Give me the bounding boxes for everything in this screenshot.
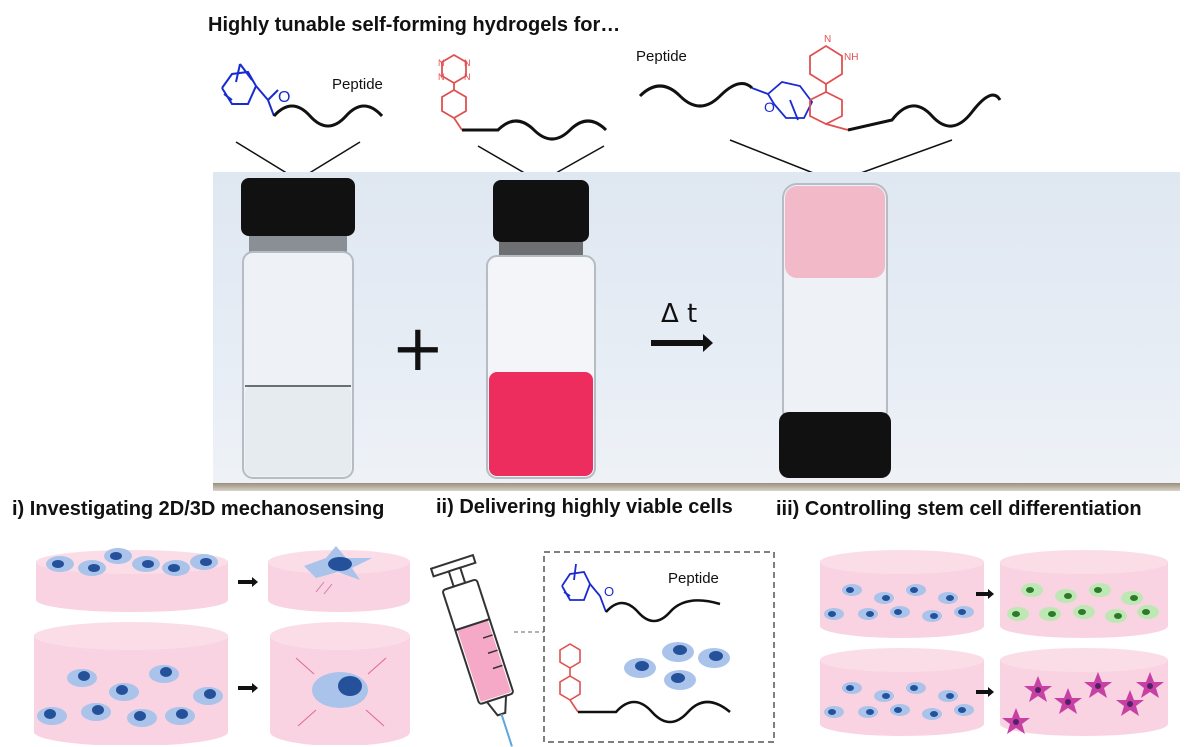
vials-illustration: + Δ t [241,178,891,479]
cells-3d-left [37,665,223,727]
cells-iii-top-left [824,584,974,622]
product-norbornane-part [751,81,814,121]
peptide-chain-1 [272,104,384,128]
top-structures: O N N N N O N NH [221,34,1002,183]
section-title-ii: ii) Delivering highly viable cells [436,496,733,518]
cells-iii-top-right-differentiated [1007,583,1159,623]
section-title-i: i) Investigating 2D/3D mechanosensing [12,498,385,520]
zoom-dashed-box [543,551,775,743]
arrow-i-top [238,580,252,584]
cells-iii-bottom-left [824,682,974,720]
ketone-o-small: O [604,584,614,599]
cells-ii [624,642,730,690]
hydrogel-disc-3d-right [270,622,410,745]
star-cell-nuclei [1013,683,1153,725]
tetrazine-n-atom-1: N [438,58,445,68]
arrow-i-bottom [238,686,252,690]
peptide-chain-3 [638,82,754,108]
peptide-label-section-ii: Peptide [668,570,719,587]
section-iii-illustration [820,550,1168,736]
reaction-arrow-head [703,334,713,352]
cells-2d-left [46,548,218,576]
peptide-label-product: Peptide [636,48,687,65]
arrow-iii-top [988,589,994,599]
tetrazine-n-atom-4: N [464,72,471,82]
plus-symbol: + [391,312,445,386]
delta-t-label: Δ t [661,299,697,329]
peptide-chain-2 [462,119,608,141]
product-nh-atom: NH [844,52,858,63]
peptide-chain-4 [847,93,1002,132]
vial-photo-background [213,172,1180,483]
figure-title: Highly tunable self-forming hydrogels fo… [208,14,621,36]
tetrazine-small [559,643,581,713]
tetrazine-structure [441,53,467,131]
shelf-edge [213,483,1180,491]
section-i-illustration [34,546,410,745]
product-n-atom: N [824,34,831,45]
vial-clear [241,178,355,479]
product-ketone-o-atom: O [764,99,775,115]
peptide-chain-ii-2 [578,700,731,724]
vial-pink-solution [486,180,596,479]
tetrazine-n-atom-2: N [464,58,471,68]
norbornene-small [561,563,607,613]
ketone-o-atom: O [278,89,290,106]
vial-inverted-gel [779,183,891,478]
section-title-iii: iii) Controlling stem cell differentiati… [776,498,1142,520]
hydrogel-disc-3d-left [34,622,228,745]
tetrazine-n-atom-3: N [438,72,445,82]
syringe-icon [430,553,514,747]
product-dihydropyridazine-part [809,44,849,131]
norbornene-structure [221,63,279,117]
peptide-label-norbornene: Peptide [332,76,383,93]
reaction-arrow-shaft [651,340,703,346]
arrow-iii-bottom [988,687,994,697]
section-ii-illustration: O [430,551,775,747]
peptide-chain-ii-1 [605,599,721,623]
